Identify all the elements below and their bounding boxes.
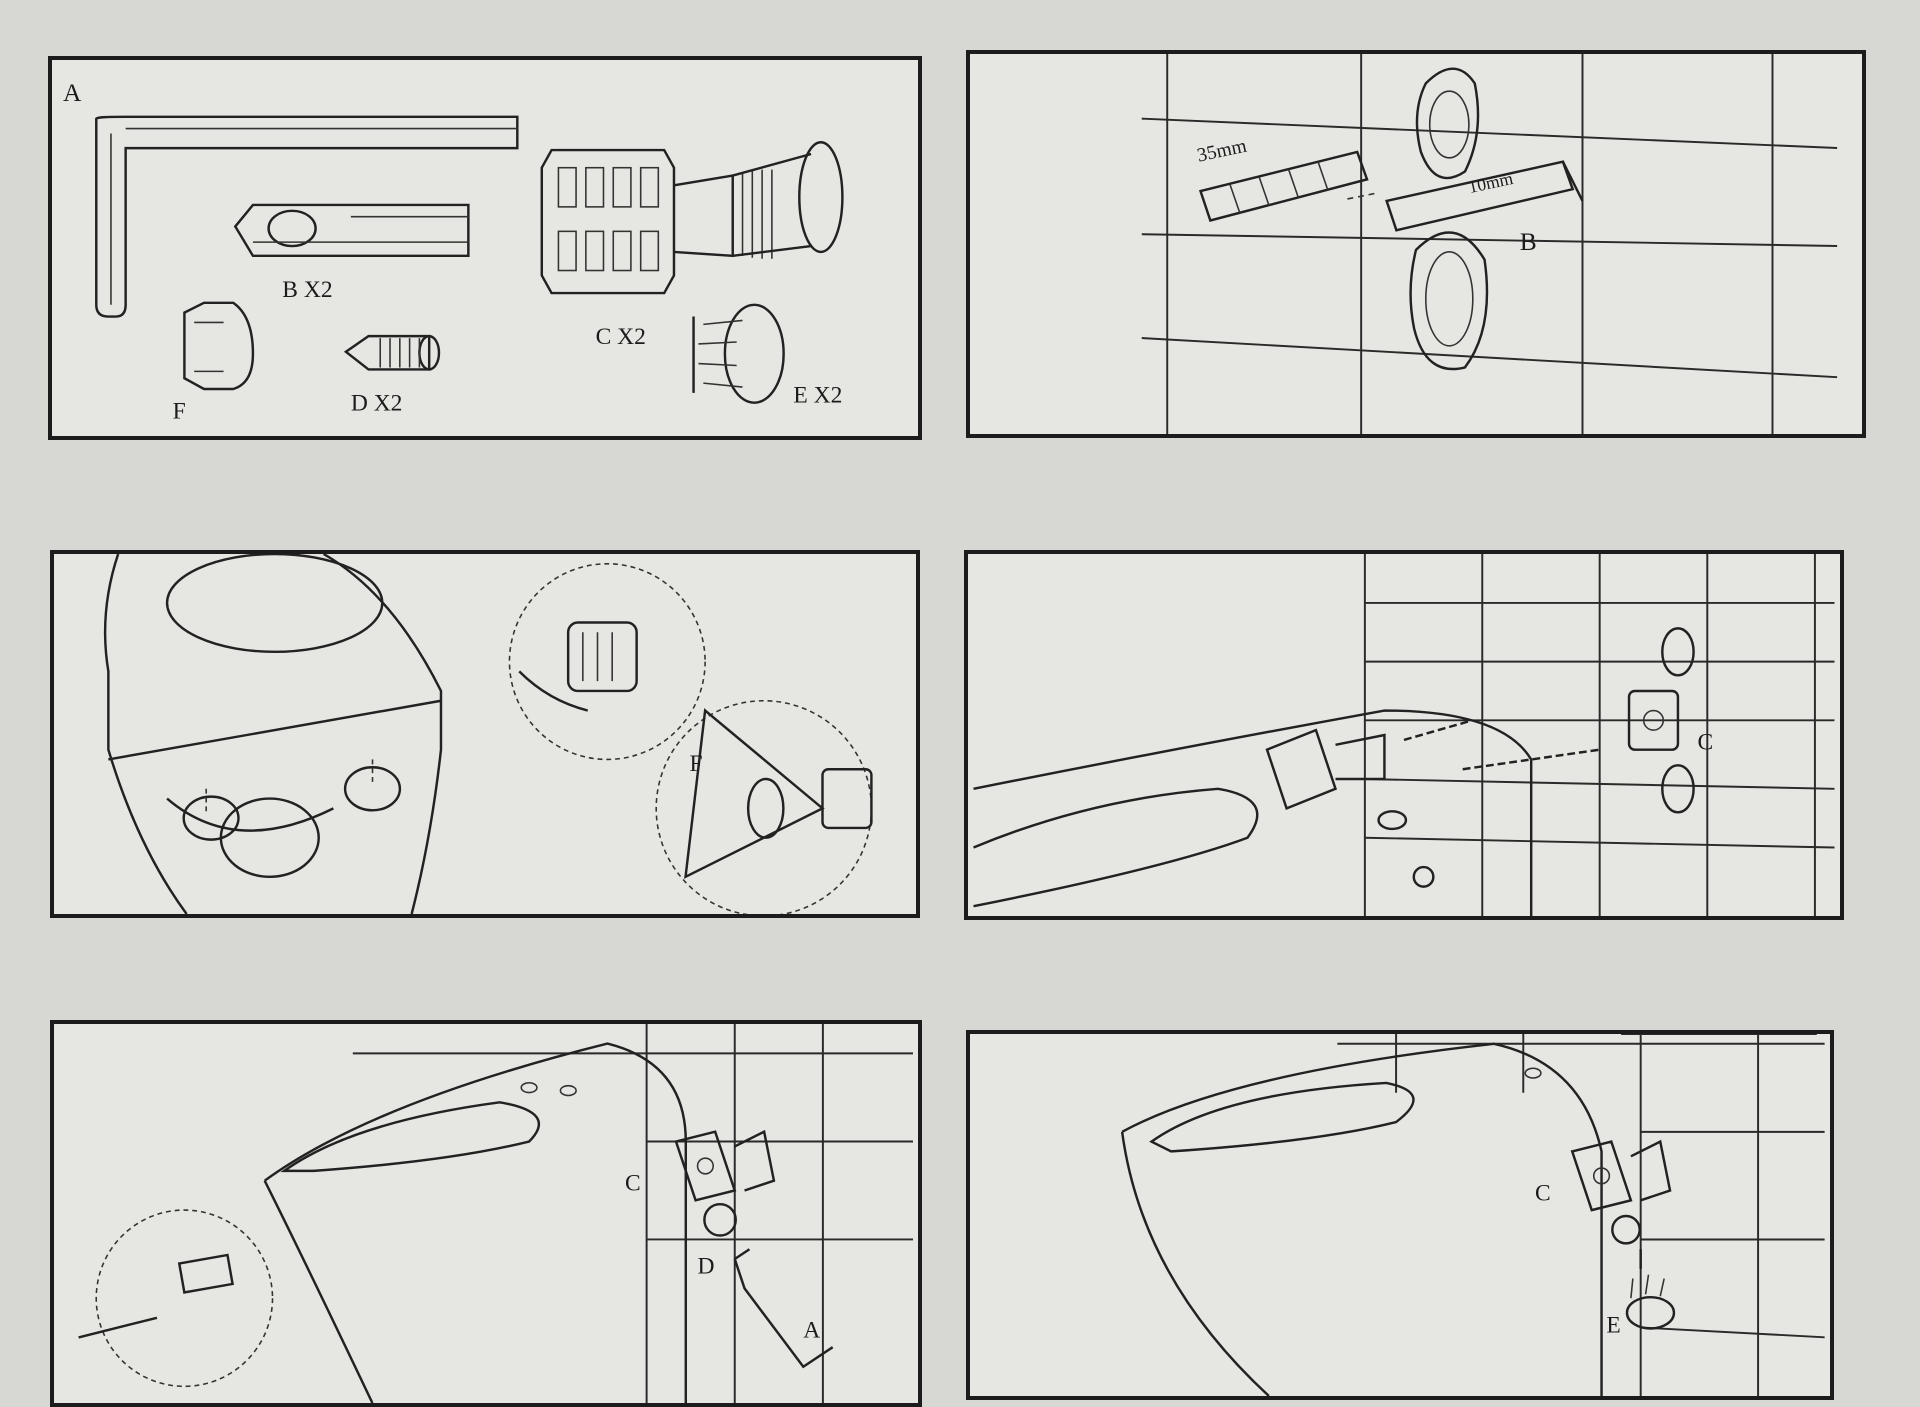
label-c-x2: C X2 [596, 324, 646, 350]
toilet-back-illustration: F [103, 554, 873, 914]
detail-inset-icon [655, 699, 873, 914]
bracket-f-icon [183, 301, 255, 391]
anchor-c-icon [674, 1129, 776, 1237]
allen-key-a-icon [95, 115, 519, 318]
label-b-x2: B X2 [282, 277, 332, 303]
hand-inset-icon [508, 563, 706, 761]
dim-35mm: 35mm [1195, 136, 1248, 167]
align-toilet-illustration: C [973, 554, 1835, 916]
wall-tiles [1363, 554, 1835, 916]
label-e: E [1606, 1312, 1620, 1338]
wall-bolt-illustration: 35mm 10mm B [1141, 54, 1838, 434]
toilet-bowl-icon [263, 1042, 688, 1403]
tighten-screw-illustration: C D A [78, 1024, 913, 1403]
cap-e-icon [692, 303, 785, 404]
label-d-x2: D X2 [351, 391, 403, 417]
panel-tighten-screw: C D A [50, 1020, 922, 1407]
label-b: B [1520, 227, 1537, 256]
wall-tiles [1337, 1034, 1825, 1396]
label-c: C [1535, 1180, 1551, 1206]
label-c: C [1698, 730, 1714, 756]
wall-anchor-c-icon [1627, 627, 1695, 814]
label-f: F [689, 751, 702, 777]
wall-hole-top-icon [1415, 67, 1480, 180]
bolt-b-icon [233, 203, 470, 258]
label-a: A [63, 78, 82, 107]
label-c: C [625, 1170, 641, 1196]
label-a: A [803, 1317, 820, 1343]
panel-cap-insert: C E [966, 1030, 1834, 1400]
parts-illustration: A B X2 F D X2 [63, 78, 844, 424]
anchor-c-icon [1570, 1139, 1672, 1245]
allen-key-a-icon [733, 1248, 834, 1369]
hex-key-b-icon [1347, 160, 1584, 232]
label-e-x2: E X2 [793, 383, 842, 409]
anchor-assembly-icon [1265, 719, 1600, 810]
inset-screw-icon [78, 1209, 274, 1388]
panel-align-toilet: C [964, 550, 1844, 920]
toilet-bowl-icon [1120, 1042, 1603, 1396]
wall-tiles [352, 1024, 913, 1403]
set-screw-d-icon [343, 334, 441, 371]
wall-hole-bottom-icon [1409, 231, 1489, 371]
cap-e-icon [1625, 1249, 1676, 1330]
anchor-c-icon [540, 141, 844, 295]
bolt-35mm-icon [1198, 150, 1369, 222]
label-d: D [698, 1254, 715, 1280]
cap-insert-illustration: C E [1120, 1034, 1825, 1396]
toilet-side-icon [973, 709, 1533, 916]
toilet-back-icon [103, 554, 443, 914]
panel-parts-list: A B X2 F D X2 [48, 56, 922, 440]
panel-toilet-back: F [50, 550, 920, 918]
wall-tiles [1141, 54, 1838, 434]
dim-10mm: 10mm [1467, 168, 1515, 197]
label-f: F [173, 398, 186, 424]
panel-wall-bolt: 35mm 10mm B [966, 50, 1866, 438]
